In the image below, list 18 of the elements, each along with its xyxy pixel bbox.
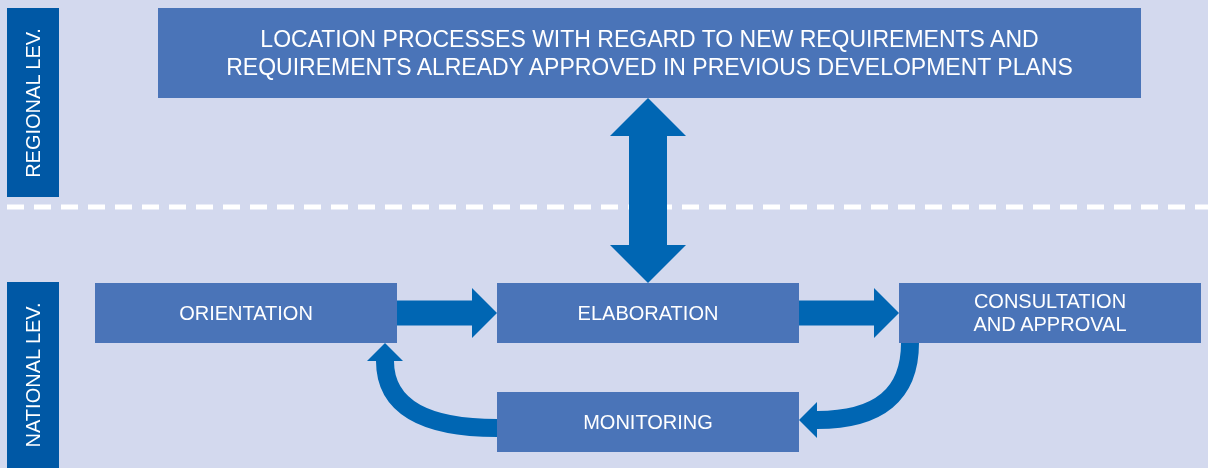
process-box	[95, 283, 397, 343]
process-box	[497, 283, 799, 343]
block-arrow	[367, 343, 498, 437]
box-label: ORIENTATION	[178, 301, 314, 325]
level-band	[7, 8, 59, 197]
process-box	[899, 283, 1201, 343]
level-band	[7, 282, 59, 468]
box-label: CONSULTATION AND APPROVAL	[972, 290, 1128, 336]
box-label: LOCATION PROCESSES WITH REGARD TO NEW REQUIREMENTS AND REQUIREMENTS ALREADY APPROVED IN PREVIOUS DEVELOPMENT PLANS	[225, 25, 1074, 81]
box-label: ELABORATION	[576, 301, 720, 325]
block-arrow	[610, 98, 686, 283]
box-label: MONITORING	[582, 410, 714, 434]
process-box	[497, 392, 799, 452]
level-label: NATIONAL LEV.	[21, 302, 45, 448]
level-label: REGIONAL LEV.	[21, 27, 45, 178]
block-arrow	[397, 288, 497, 338]
block-arrow	[799, 288, 899, 338]
process-box	[158, 8, 1141, 98]
